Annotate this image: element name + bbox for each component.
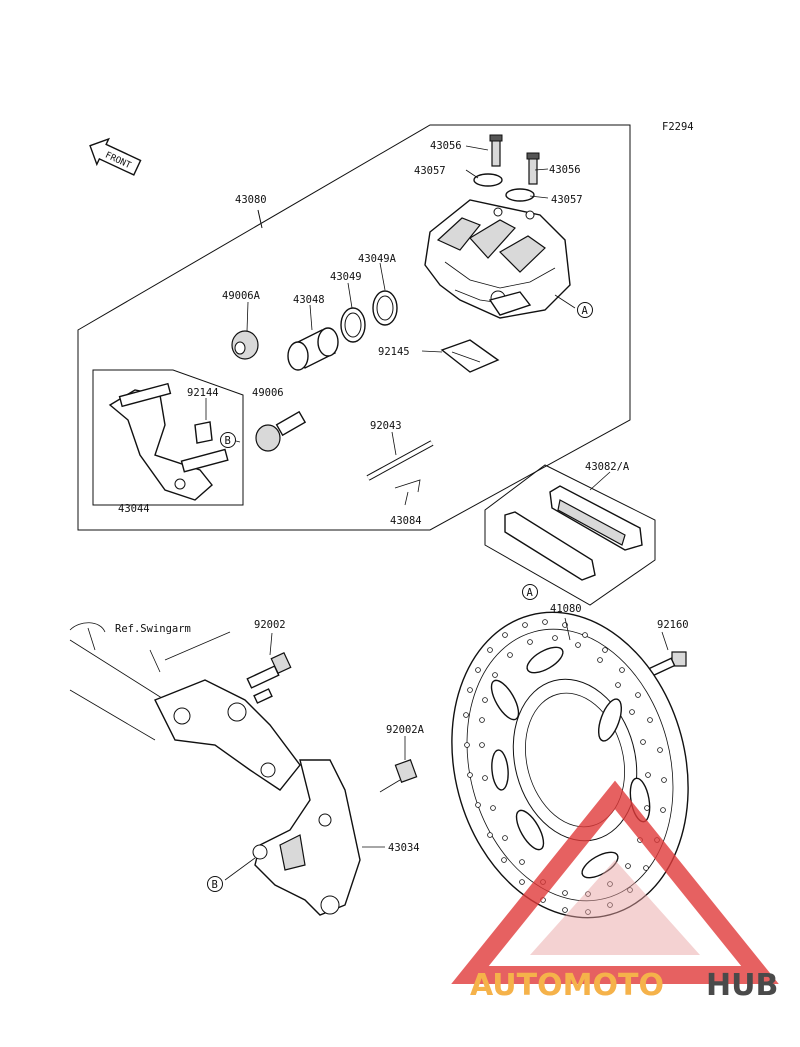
bolt-92002 xyxy=(246,651,292,704)
label-43044: 43044 xyxy=(118,503,150,515)
caliper-bracket xyxy=(108,382,229,501)
label-43056a: 43056 xyxy=(430,140,462,152)
bleed-cap-1 xyxy=(473,173,503,187)
callout-b-upper: B xyxy=(220,432,236,448)
brake-pad-1 xyxy=(549,485,643,551)
swingarm-reference xyxy=(69,622,231,741)
caliper-assembly-outline xyxy=(77,124,631,531)
watermark-logo-triangle xyxy=(451,780,779,984)
label-43034: 43034 xyxy=(388,842,420,854)
piston-43048 xyxy=(287,327,339,371)
label-49006: 49006 xyxy=(252,387,284,399)
label-43049A: 43049A xyxy=(358,253,397,265)
callout-a-upper: A xyxy=(577,302,593,318)
watermark-text: AUTOMOTO HUB xyxy=(470,968,778,1003)
figure-code: F2294 xyxy=(662,121,694,133)
pad-spring xyxy=(440,339,500,373)
svg-text:AUTOMOTO: AUTOMOTO xyxy=(470,968,664,1003)
svg-text:B: B xyxy=(212,879,218,891)
ref-swingarm-label: Ref.Swingarm xyxy=(115,623,191,635)
bolt-92002A xyxy=(379,759,418,793)
boot-49006 xyxy=(255,410,307,452)
label-92002A: 92002A xyxy=(386,724,425,736)
caliper-stay-43034 xyxy=(154,679,361,916)
callout-a-lower: A xyxy=(522,584,538,600)
label-43057b: 43057 xyxy=(551,194,583,206)
svg-text:A: A xyxy=(582,305,589,317)
label-92002: 92002 xyxy=(254,619,286,631)
label-43057a: 43057 xyxy=(414,165,446,177)
bolt-92160 xyxy=(648,651,687,677)
pad-set-outline xyxy=(484,464,656,606)
bracket-subassembly-outline xyxy=(92,369,244,506)
label-43049: 43049 xyxy=(330,271,362,283)
bleed-cap-2 xyxy=(505,188,535,202)
label-43080: 43080 xyxy=(235,194,267,206)
svg-text:A: A xyxy=(527,587,534,599)
callout-b-lower: B xyxy=(207,876,223,892)
label-49006A: 49006A xyxy=(222,290,261,302)
bleed-valve-1 xyxy=(489,134,503,167)
label-43082A: 43082/A xyxy=(585,461,630,473)
svg-text:B: B xyxy=(225,435,231,447)
caliper-body xyxy=(424,199,571,319)
label-92043: 92043 xyxy=(370,420,402,432)
label-43048: 43048 xyxy=(293,294,325,306)
label-43084: 43084 xyxy=(390,515,422,527)
bleed-valve-2 xyxy=(526,152,540,185)
brake-pad-2 xyxy=(504,511,596,581)
clip-92144 xyxy=(194,421,213,444)
svg-text:HUB: HUB xyxy=(706,968,778,1003)
label-92145: 92145 xyxy=(378,346,410,358)
brake-disc-41080 xyxy=(451,611,689,919)
label-43056b: 43056 xyxy=(549,164,581,176)
front-arrow-icon: FRONT xyxy=(89,137,142,176)
label-92160: 92160 xyxy=(657,619,689,631)
label-92144: 92144 xyxy=(187,387,219,399)
label-41080: 41080 xyxy=(550,603,582,615)
boot-49006A xyxy=(231,330,259,360)
